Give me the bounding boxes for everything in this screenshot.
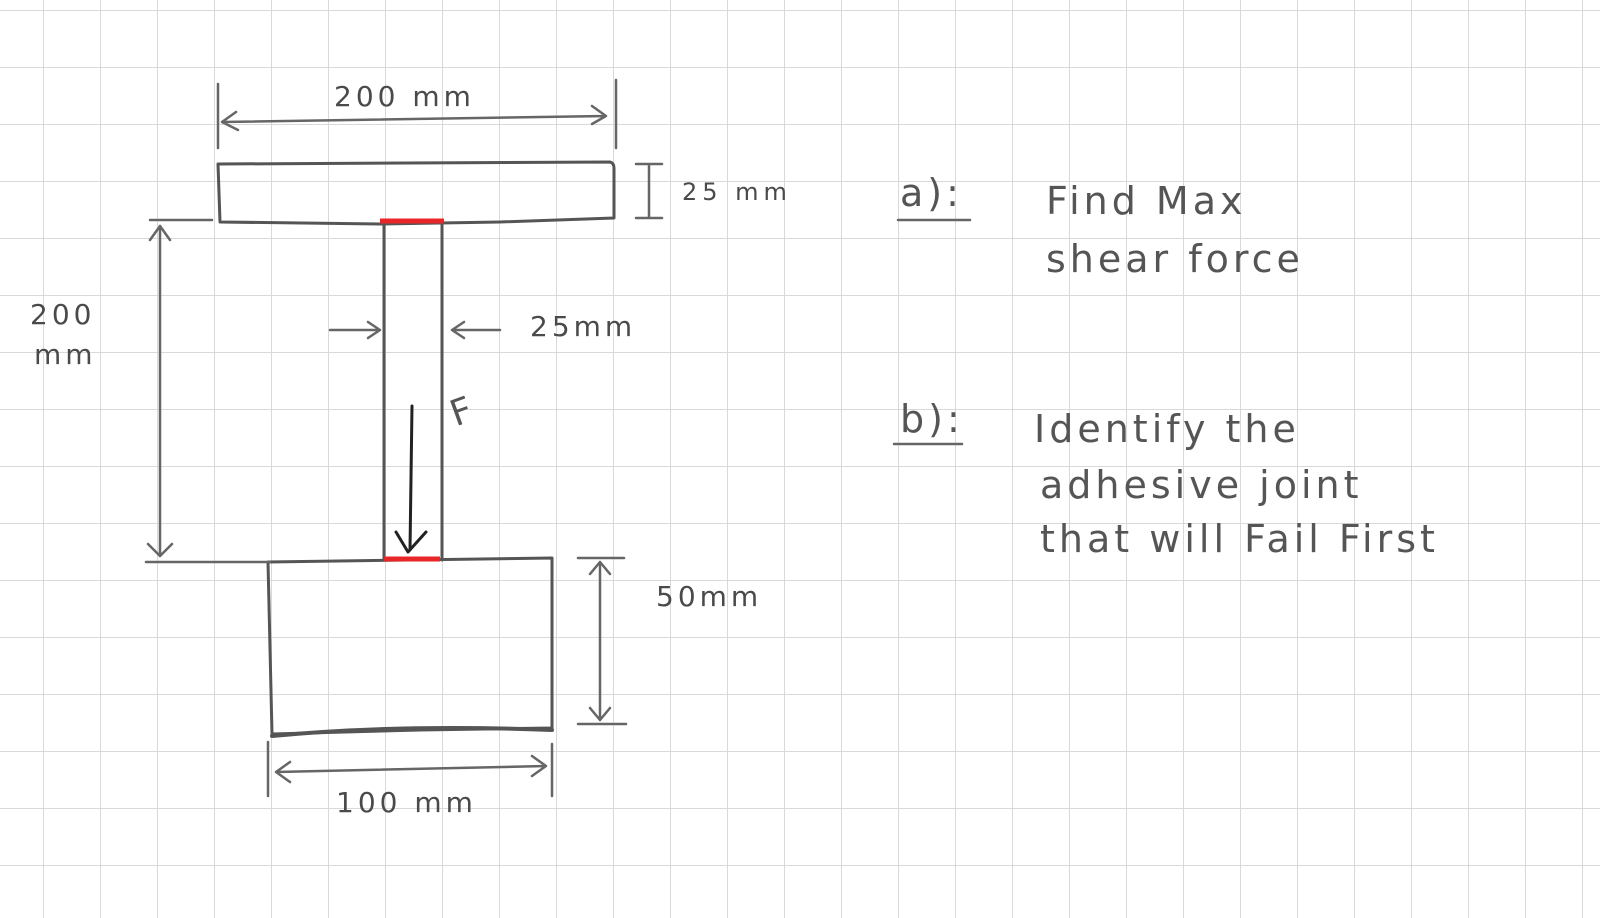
dim-web-thickness-arrow-left	[328, 320, 382, 340]
top-flange	[216, 160, 616, 226]
question-a-line1: Find Max	[1046, 179, 1247, 223]
question-a-line2: shear force	[1046, 237, 1304, 281]
dim-web-thickness-label: 25mm	[530, 310, 636, 343]
question-b-marker: b):	[900, 397, 964, 441]
bottom-base	[266, 556, 554, 736]
dim-25mm-flange-bracket	[634, 162, 664, 220]
dim-web-height-line	[146, 224, 174, 558]
force-label: F	[445, 389, 478, 435]
dim-200mm-label: 200 mm	[334, 80, 475, 113]
dim-50mm-label: 50mm	[656, 580, 762, 613]
question-b-line3: that will Fail First	[1040, 517, 1439, 561]
dim-100mm-line	[274, 754, 548, 784]
dim-200mm-line	[220, 104, 608, 132]
dim-50mm-line	[588, 560, 612, 722]
question-a-marker: a):	[900, 171, 963, 215]
question-b-line2: adhesive joint	[1040, 463, 1363, 507]
bottom-base-underline	[270, 726, 554, 738]
dim-100mm-label: 100 mm	[336, 786, 477, 819]
dim-web-height-unit: mm	[34, 338, 97, 371]
dim-web-thickness-arrow-right	[450, 320, 502, 340]
question-b-line1: Identify the	[1034, 407, 1300, 451]
force-arrow	[394, 404, 428, 554]
dim-web-height-value: 200	[30, 298, 95, 331]
dim-25mm-flange-label: 25 mm	[682, 178, 792, 206]
